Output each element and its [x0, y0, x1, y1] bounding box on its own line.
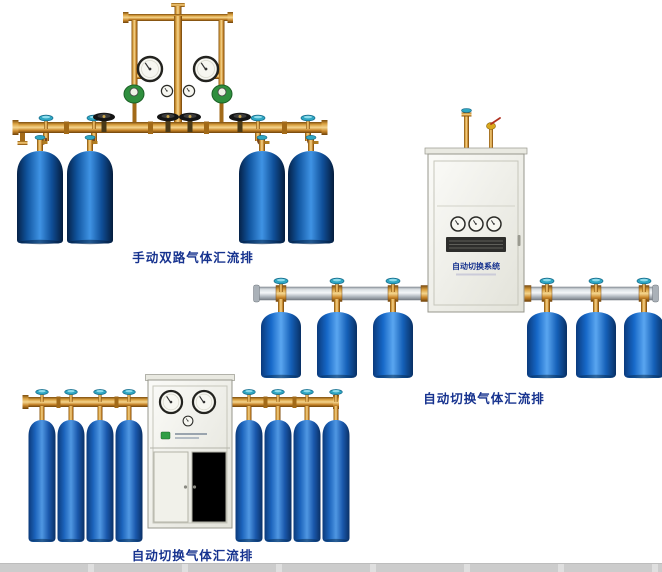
pipe-cap	[253, 284, 260, 303]
control-cabinet: 自动切换系统	[424, 147, 528, 313]
connection-hoses	[38, 137, 313, 149]
gas-cylinder	[67, 151, 113, 245]
caption-auto-right: 自动切换气体汇流排	[423, 391, 545, 406]
pressure-gauge	[136, 55, 164, 83]
gas-cylinder	[317, 312, 357, 379]
pressure-gauge-small	[468, 216, 484, 232]
gas-cylinder	[527, 312, 567, 379]
pipe-cap	[652, 284, 659, 303]
gas-cylinder	[288, 151, 334, 245]
pressure-gauge-small	[160, 84, 174, 98]
gas-cylinder	[28, 420, 56, 543]
drop-fittings	[43, 133, 311, 141]
door-handle	[192, 485, 197, 489]
indicator-light	[160, 431, 171, 440]
gas-cylinder	[235, 420, 263, 543]
gas-cylinder	[115, 420, 143, 543]
control-cabinet	[145, 374, 235, 529]
gas-cylinder	[293, 420, 321, 543]
pressure-gauge	[192, 55, 220, 83]
pressure-gauge-small	[450, 216, 466, 232]
pressure-regulator-left	[123, 84, 145, 104]
gas-cylinder	[322, 420, 350, 543]
cabinet-door	[153, 451, 189, 523]
bottom-strip	[0, 563, 662, 572]
gas-cylinder	[624, 312, 662, 379]
cylinder-bank	[28, 406, 350, 543]
gas-cylinder	[239, 151, 285, 245]
gas-cylinder	[576, 312, 616, 379]
pressure-gauge-small	[182, 84, 196, 98]
figure-auto-switch-right: 自动切换系统	[253, 108, 662, 379]
cabinet-door	[191, 451, 227, 523]
caption-auto-bottom: 自动切换气体汇流排	[131, 548, 254, 563]
gas-cylinder	[17, 151, 63, 245]
pressure-gauge	[158, 389, 184, 415]
figure-manual-dual-manifold	[12, 3, 334, 245]
pressure-gauge	[191, 389, 217, 415]
gas-cylinder	[264, 420, 292, 543]
door-handle	[517, 235, 521, 246]
gas-cylinder	[373, 312, 413, 379]
cabinet-top-plumbing	[461, 108, 501, 154]
pressure-regulator-right	[211, 84, 233, 104]
gas-cylinder	[261, 312, 301, 379]
gas-cylinder	[57, 420, 85, 543]
door-handle	[183, 485, 188, 489]
figure-auto-switch-bottom	[22, 374, 350, 543]
cabinet-title: 自动切换系统	[452, 261, 500, 271]
cylinder-bank	[17, 135, 334, 245]
cylinder-bank	[261, 299, 662, 379]
pressure-gauge-small	[486, 216, 502, 232]
gas-cylinder	[86, 420, 114, 543]
pressure-gauge-small	[182, 415, 194, 427]
caption-manual-dual: 手动双路气体汇流排	[132, 250, 254, 265]
